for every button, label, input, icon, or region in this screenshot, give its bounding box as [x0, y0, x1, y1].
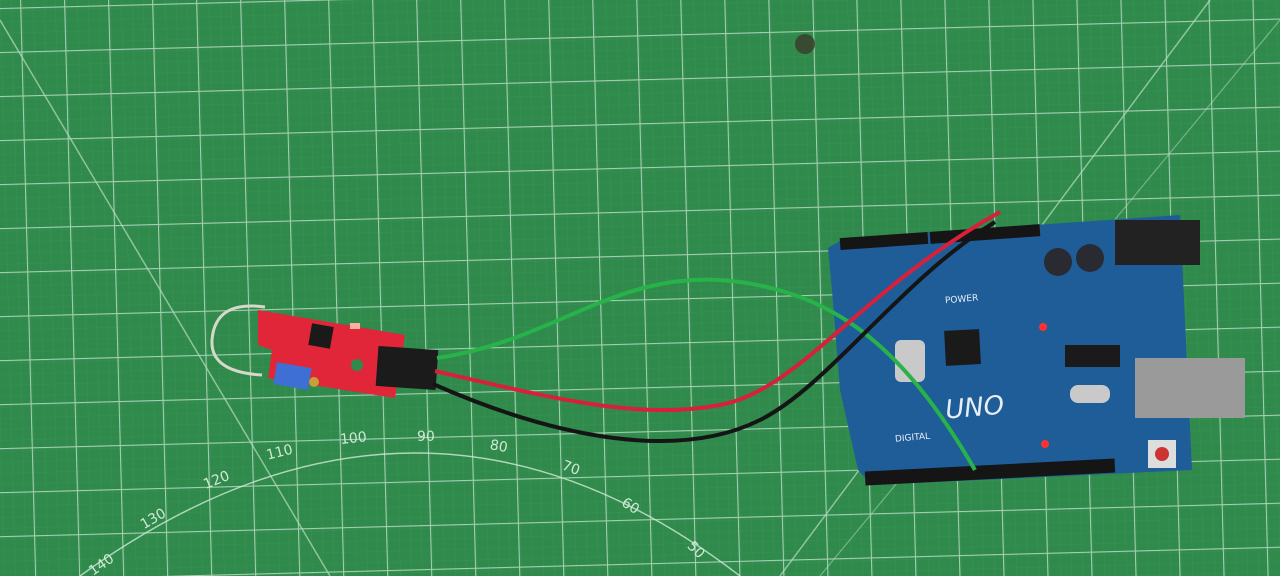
- jumper-wires: [432, 210, 1001, 471]
- protractor-label: 80: [489, 437, 509, 456]
- uno-logo: UNO: [944, 391, 1005, 426]
- digital-label: DIGITAL: [895, 432, 931, 445]
- red-wire: [434, 210, 1001, 413]
- protractor-label: 70: [560, 458, 582, 479]
- protractor-label: 90: [417, 429, 435, 445]
- black-wire: [432, 220, 997, 443]
- reed-switch-sensor: [210, 304, 405, 398]
- protractor-label: 100: [339, 429, 367, 448]
- board-silkscreen: UNO POWER DIGITAL: [895, 293, 1006, 444]
- green-wire: [436, 277, 977, 471]
- header-connector: [375, 345, 439, 391]
- power-label: POWER: [945, 293, 979, 306]
- protractor-label: 110: [265, 442, 295, 464]
- arduino-uno-board: [828, 215, 1245, 486]
